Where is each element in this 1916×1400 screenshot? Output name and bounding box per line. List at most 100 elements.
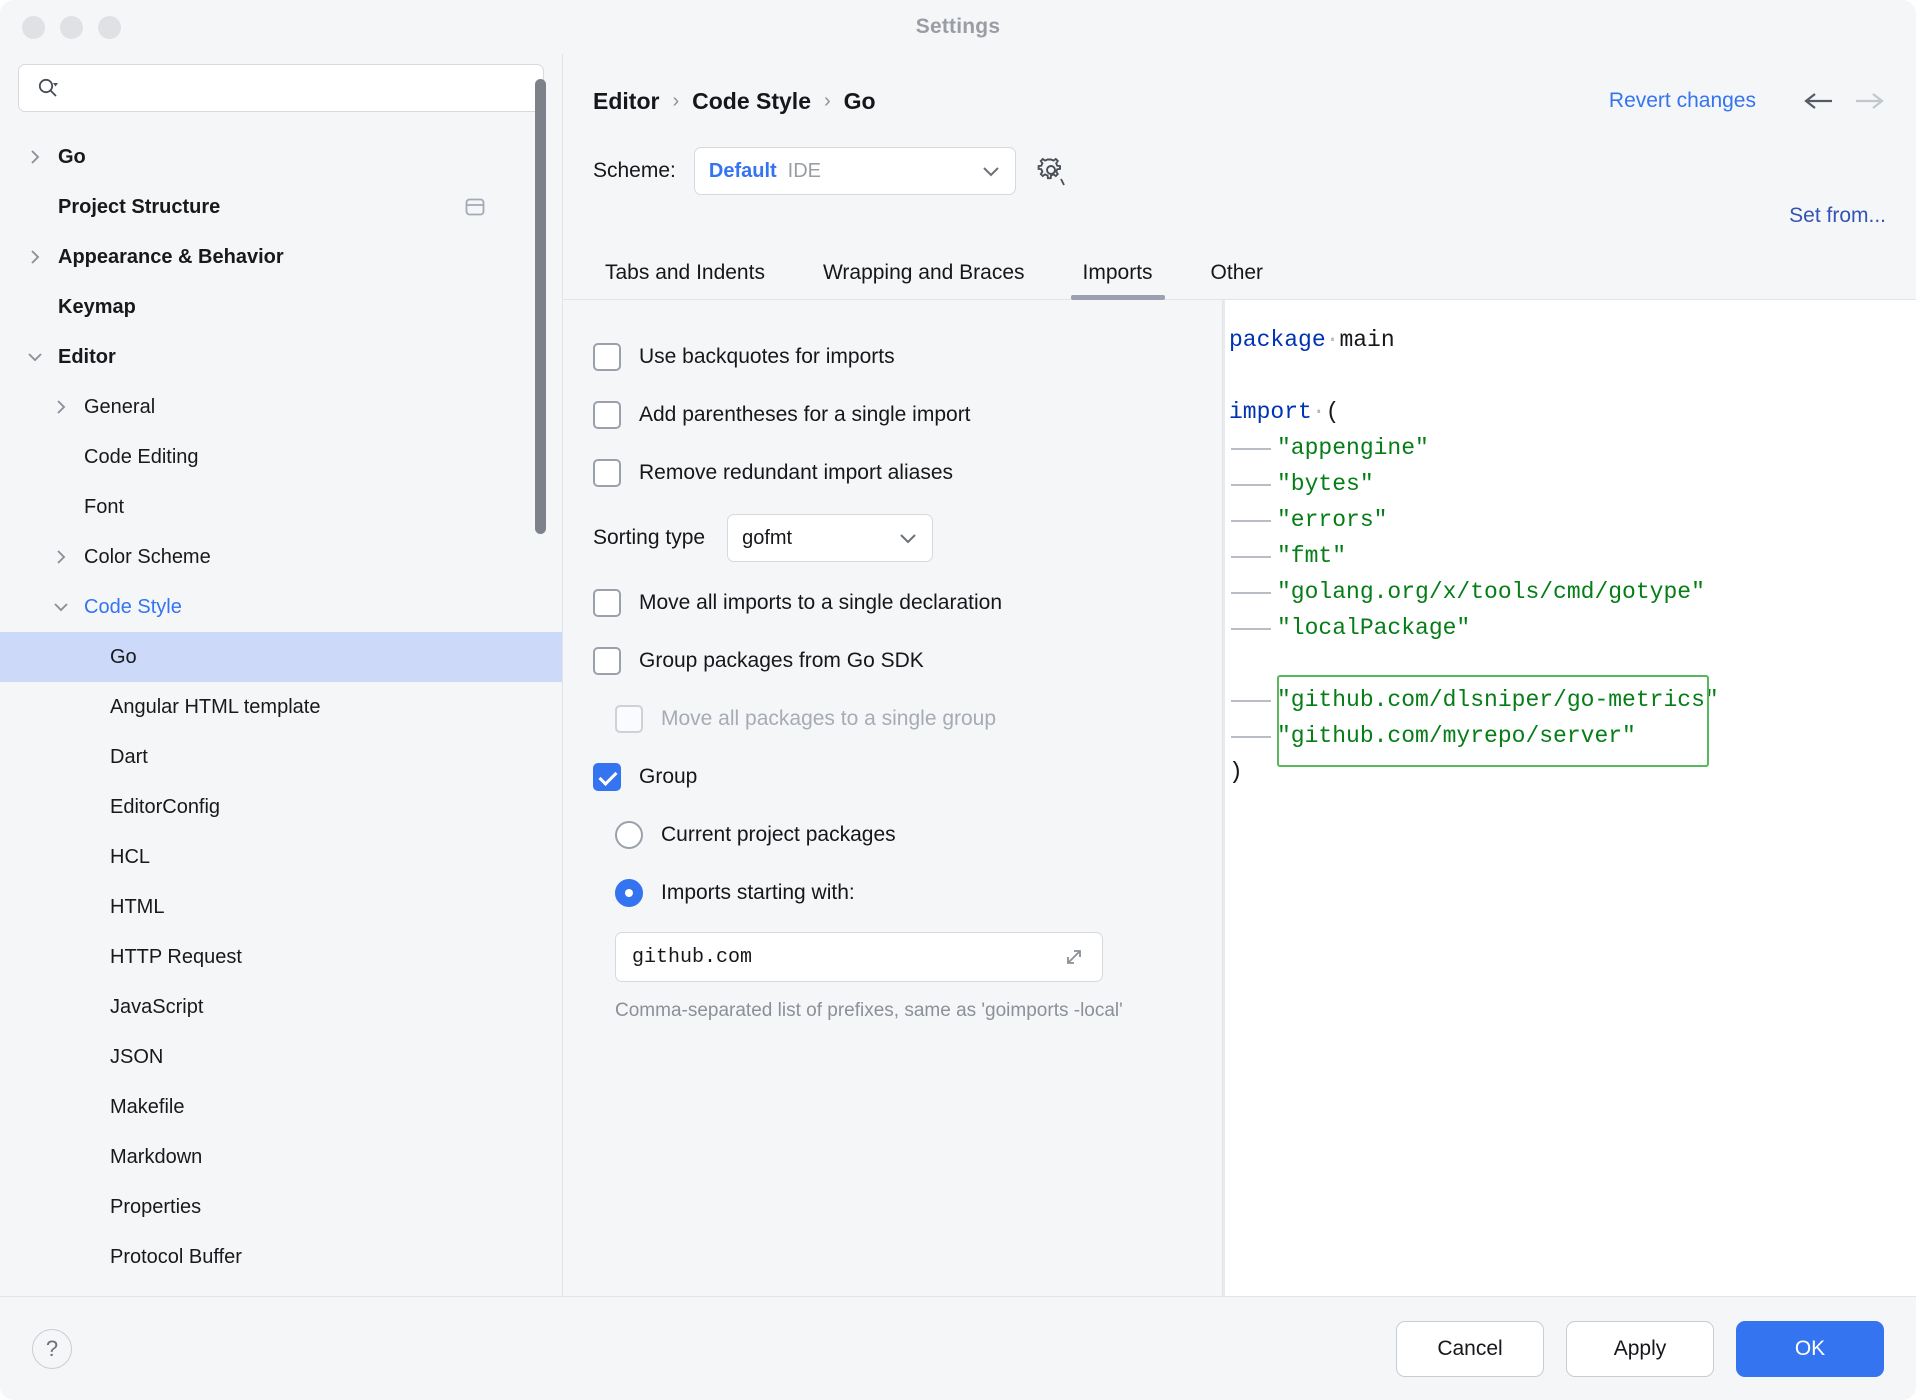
code-line	[1223, 358, 1916, 394]
chevron-right-icon[interactable]	[50, 546, 72, 568]
sidebar-item-appearance-behavior[interactable]: Appearance & Behavior	[0, 232, 562, 282]
move-all-imports-label: Move all imports to a single declaration	[639, 591, 1002, 615]
sidebar-item-label: Appearance & Behavior	[58, 246, 284, 269]
sidebar-item-protocol-buffer[interactable]: Protocol Buffer	[0, 1232, 562, 1282]
sidebar-item-http-request[interactable]: HTTP Request	[0, 932, 562, 982]
tree-spacer	[76, 1146, 98, 1168]
scheme-selected-scope: IDE	[788, 160, 821, 183]
code-line: "localPackage"	[1223, 610, 1916, 646]
breadcrumb-item-go[interactable]: Go	[844, 88, 876, 115]
breadcrumb-item-code-style[interactable]: Code Style	[692, 88, 811, 115]
code-token: "fmt"	[1277, 543, 1346, 569]
imports-starting-with-radio[interactable]	[615, 879, 643, 907]
search-input[interactable]	[59, 77, 531, 100]
expand-icon[interactable]	[1060, 943, 1088, 971]
chevron-right-icon[interactable]	[50, 396, 72, 418]
sorting-type-dropdown[interactable]: gofmt	[727, 514, 933, 562]
sidebar-item-code-style[interactable]: Code Style	[0, 582, 562, 632]
settings-tabs[interactable]: Tabs and Indents Wrapping and Braces Impor…	[563, 244, 1916, 300]
help-button[interactable]: ?	[32, 1329, 72, 1369]
sidebar-item-project-structure[interactable]: Project Structure	[0, 182, 562, 232]
sidebar-item-properties[interactable]: Properties	[0, 1182, 562, 1232]
gear-icon[interactable]	[1036, 155, 1068, 187]
tree-spacer	[50, 496, 72, 518]
sidebar-item-go[interactable]: Go	[0, 132, 562, 182]
settings-tree[interactable]: GoProject StructureAppearance & Behavior…	[0, 130, 562, 1296]
option-group[interactable]: Group	[563, 748, 1222, 806]
scheme-dropdown[interactable]: Default IDE	[694, 147, 1016, 195]
sidebar-item-hcl[interactable]: HCL	[0, 832, 562, 882]
arrow-left-icon[interactable]	[1802, 90, 1836, 112]
remove-aliases-checkbox[interactable]	[593, 459, 621, 487]
current-project-packages-label: Current project packages	[661, 823, 896, 847]
chevron-right-icon[interactable]	[24, 246, 46, 268]
code-line	[1223, 646, 1916, 682]
group-sdk-checkbox[interactable]	[593, 647, 621, 675]
sidebar-item-code-editing[interactable]: Code Editing	[0, 432, 562, 482]
sidebar-item-editor[interactable]: Editor	[0, 332, 562, 382]
prefix-input[interactable]	[630, 945, 1060, 970]
code-line: "fmt"	[1223, 538, 1916, 574]
code-token: "localPackage"	[1277, 615, 1470, 641]
chevron-down-icon[interactable]	[24, 346, 46, 368]
code-token: package	[1229, 327, 1326, 353]
sidebar-item-label: Color Scheme	[84, 546, 211, 569]
sidebar-item-json[interactable]: JSON	[0, 1032, 562, 1082]
sidebar-item-color-scheme[interactable]: Color Scheme	[0, 532, 562, 582]
ok-button[interactable]: OK	[1736, 1321, 1884, 1377]
breadcrumb-separator: ›	[672, 90, 679, 113]
breadcrumb-item-editor[interactable]: Editor	[593, 88, 659, 115]
cancel-button[interactable]: Cancel	[1396, 1321, 1544, 1377]
sidebar-item-html[interactable]: HTML	[0, 882, 562, 932]
sidebar-item-font[interactable]: Font	[0, 482, 562, 532]
option-add-parentheses[interactable]: Add parentheses for a single import	[563, 386, 1222, 444]
sidebar-item-markdown[interactable]: Markdown	[0, 1132, 562, 1182]
chevron-down-icon[interactable]	[50, 596, 72, 618]
sidebar-item-angular-html-template[interactable]: Angular HTML template	[0, 682, 562, 732]
code-token: import	[1229, 399, 1312, 425]
sidebar-item-go[interactable]: Go	[0, 632, 562, 682]
use-backquotes-checkbox[interactable]	[593, 343, 621, 371]
option-group-sdk[interactable]: Group packages from Go SDK	[563, 632, 1222, 690]
arrow-right-icon[interactable]	[1852, 90, 1886, 112]
scheme-row: Scheme: Default IDE	[563, 124, 1916, 200]
tab-other[interactable]: Other	[1199, 261, 1276, 299]
sidebar-item-general[interactable]: General	[0, 382, 562, 432]
option-remove-aliases[interactable]: Remove redundant import aliases	[563, 444, 1222, 502]
imports-starting-with-label: Imports starting with:	[661, 881, 855, 905]
option-move-all-imports[interactable]: Move all imports to a single declaration	[563, 574, 1222, 632]
sidebar-item-editorconfig[interactable]: EditorConfig	[0, 782, 562, 832]
chevron-right-icon[interactable]	[24, 146, 46, 168]
revert-changes-link[interactable]: Revert changes	[1609, 89, 1756, 113]
add-parentheses-checkbox[interactable]	[593, 401, 621, 429]
prefix-field[interactable]	[615, 932, 1103, 982]
code-token: main	[1339, 327, 1394, 353]
code-line: "golang.org/x/tools/cmd/gotype"	[1223, 574, 1916, 610]
option-use-backquotes[interactable]: Use backquotes for imports	[563, 328, 1222, 386]
tree-spacer	[76, 696, 98, 718]
sidebar-item-label: Go	[110, 646, 137, 669]
tab-imports[interactable]: Imports	[1071, 261, 1165, 299]
sidebar-item-label: Dart	[110, 746, 148, 769]
set-from-link[interactable]: Set from...	[1789, 204, 1886, 244]
option-imports-starting-with[interactable]: Imports starting with:	[563, 864, 1222, 922]
window-body: GoProject StructureAppearance & Behavior…	[0, 54, 1916, 1296]
sidebar-item-label: JavaScript	[110, 996, 203, 1019]
tab-tabs-and-indents[interactable]: Tabs and Indents	[593, 261, 777, 299]
footer-buttons: Cancel Apply OK	[1396, 1321, 1884, 1377]
sidebar-item-makefile[interactable]: Makefile	[0, 1082, 562, 1132]
sidebar-item-keymap[interactable]: Keymap	[0, 282, 562, 332]
option-current-project-packages[interactable]: Current project packages	[563, 806, 1222, 864]
move-all-imports-checkbox[interactable]	[593, 589, 621, 617]
settings-panes: Use backquotes for imports Add parenthes…	[563, 300, 1916, 1296]
apply-button[interactable]: Apply	[1566, 1321, 1714, 1377]
sorting-type-label: Sorting type	[593, 526, 705, 550]
current-project-packages-radio[interactable]	[615, 821, 643, 849]
tab-wrapping-and-braces[interactable]: Wrapping and Braces	[811, 261, 1037, 299]
group-checkbox[interactable]	[593, 763, 621, 791]
tree-spacer	[76, 996, 98, 1018]
sidebar-item-dart[interactable]: Dart	[0, 732, 562, 782]
code-token: ·	[1326, 327, 1340, 353]
sidebar-item-javascript[interactable]: JavaScript	[0, 982, 562, 1032]
search-box[interactable]	[18, 64, 544, 112]
